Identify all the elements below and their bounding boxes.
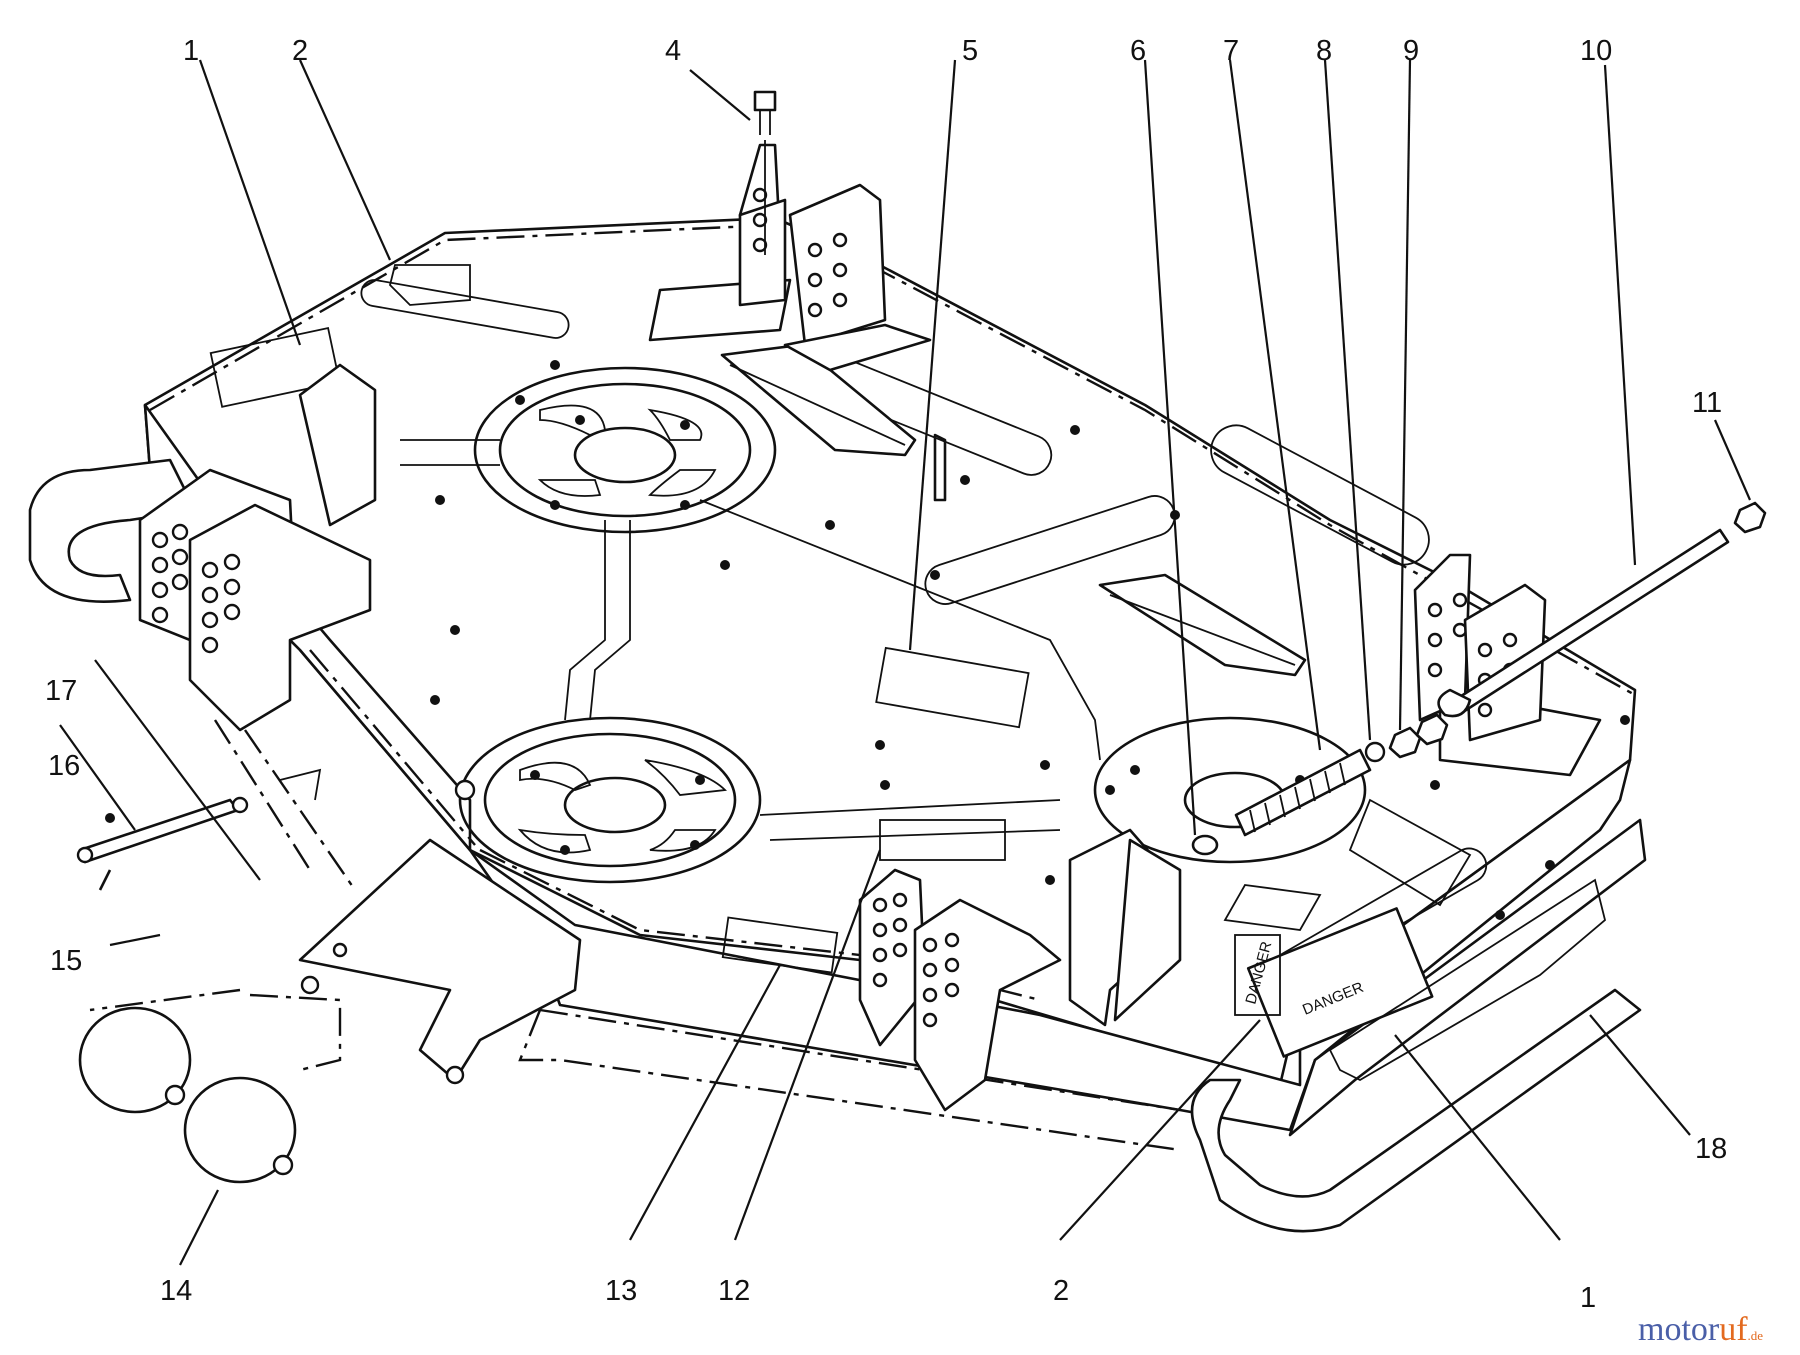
end-nut [1733,501,1767,534]
callout-14: 14 [160,1275,192,1307]
callout-18: 18 [1695,1133,1727,1165]
callout-1-upper: 1 [183,35,199,67]
decal-front-center [879,819,1006,861]
callout-5: 5 [962,35,978,67]
leader-lines [59,59,1752,1266]
callout-2-lower: 2 [1053,1275,1069,1307]
front-center-bracket [858,868,1062,1112]
watermark-suffix: .de [1748,1328,1764,1343]
callout-15: 15 [50,945,82,977]
gauge-wheel-1 [78,1006,192,1114]
danger-decal-side [1234,934,1281,1016]
decal-front-left [721,916,839,974]
rear-left-bracket [648,90,932,372]
axle [78,798,240,864]
spindle-channels [400,366,1367,884]
deck-lower-shell [518,818,1647,1152]
callout-12: 12 [718,1275,750,1307]
rear-right-bracket [1413,553,1602,777]
callout-7: 7 [1223,35,1239,67]
nut-2 [1415,713,1449,746]
callout-1-lower: 1 [1580,1282,1596,1314]
callout-11: 11 [1692,387,1722,419]
danger-decal-top [1246,907,1434,1058]
idler-arm [1068,501,1767,1027]
svg-text:motoruf.de: motoruf.de [1638,1311,1763,1348]
callout-9: 9 [1403,35,1419,67]
decal-center [875,646,1030,729]
gauge-wheel-2 [183,1076,297,1184]
belt-right [1190,988,1642,1233]
decal-upper-left [209,327,341,408]
watermark-part-a: motor [1638,1311,1720,1348]
callout-8: 8 [1316,35,1332,67]
watermark-logo: motoruf.de [1638,1311,1763,1348]
callout-2-upper: 2 [292,35,308,67]
washer [1364,741,1386,763]
callout-17: 17 [45,675,77,707]
callout-4: 4 [665,35,681,67]
callouts: 1 2 4 5 6 7 8 9 10 11 17 16 15 14 13 12 … [45,35,1727,1314]
watermark-part-b: uf [1719,1311,1748,1348]
decals: DANGER DANGER [209,264,1607,1082]
callout-6: 6 [1130,35,1146,67]
spring [1234,748,1372,837]
decal-small [389,264,471,306]
nut [1388,726,1422,759]
callout-10: 10 [1580,35,1612,67]
callout-16: 16 [48,750,80,782]
gauge-wheel-assembly [76,768,582,1184]
callout-13: 13 [605,1275,637,1307]
decal-front-skirt [1328,878,1607,1082]
deck-holes [430,360,1630,965]
rails [720,343,1307,677]
left-front-assembly [28,363,377,891]
